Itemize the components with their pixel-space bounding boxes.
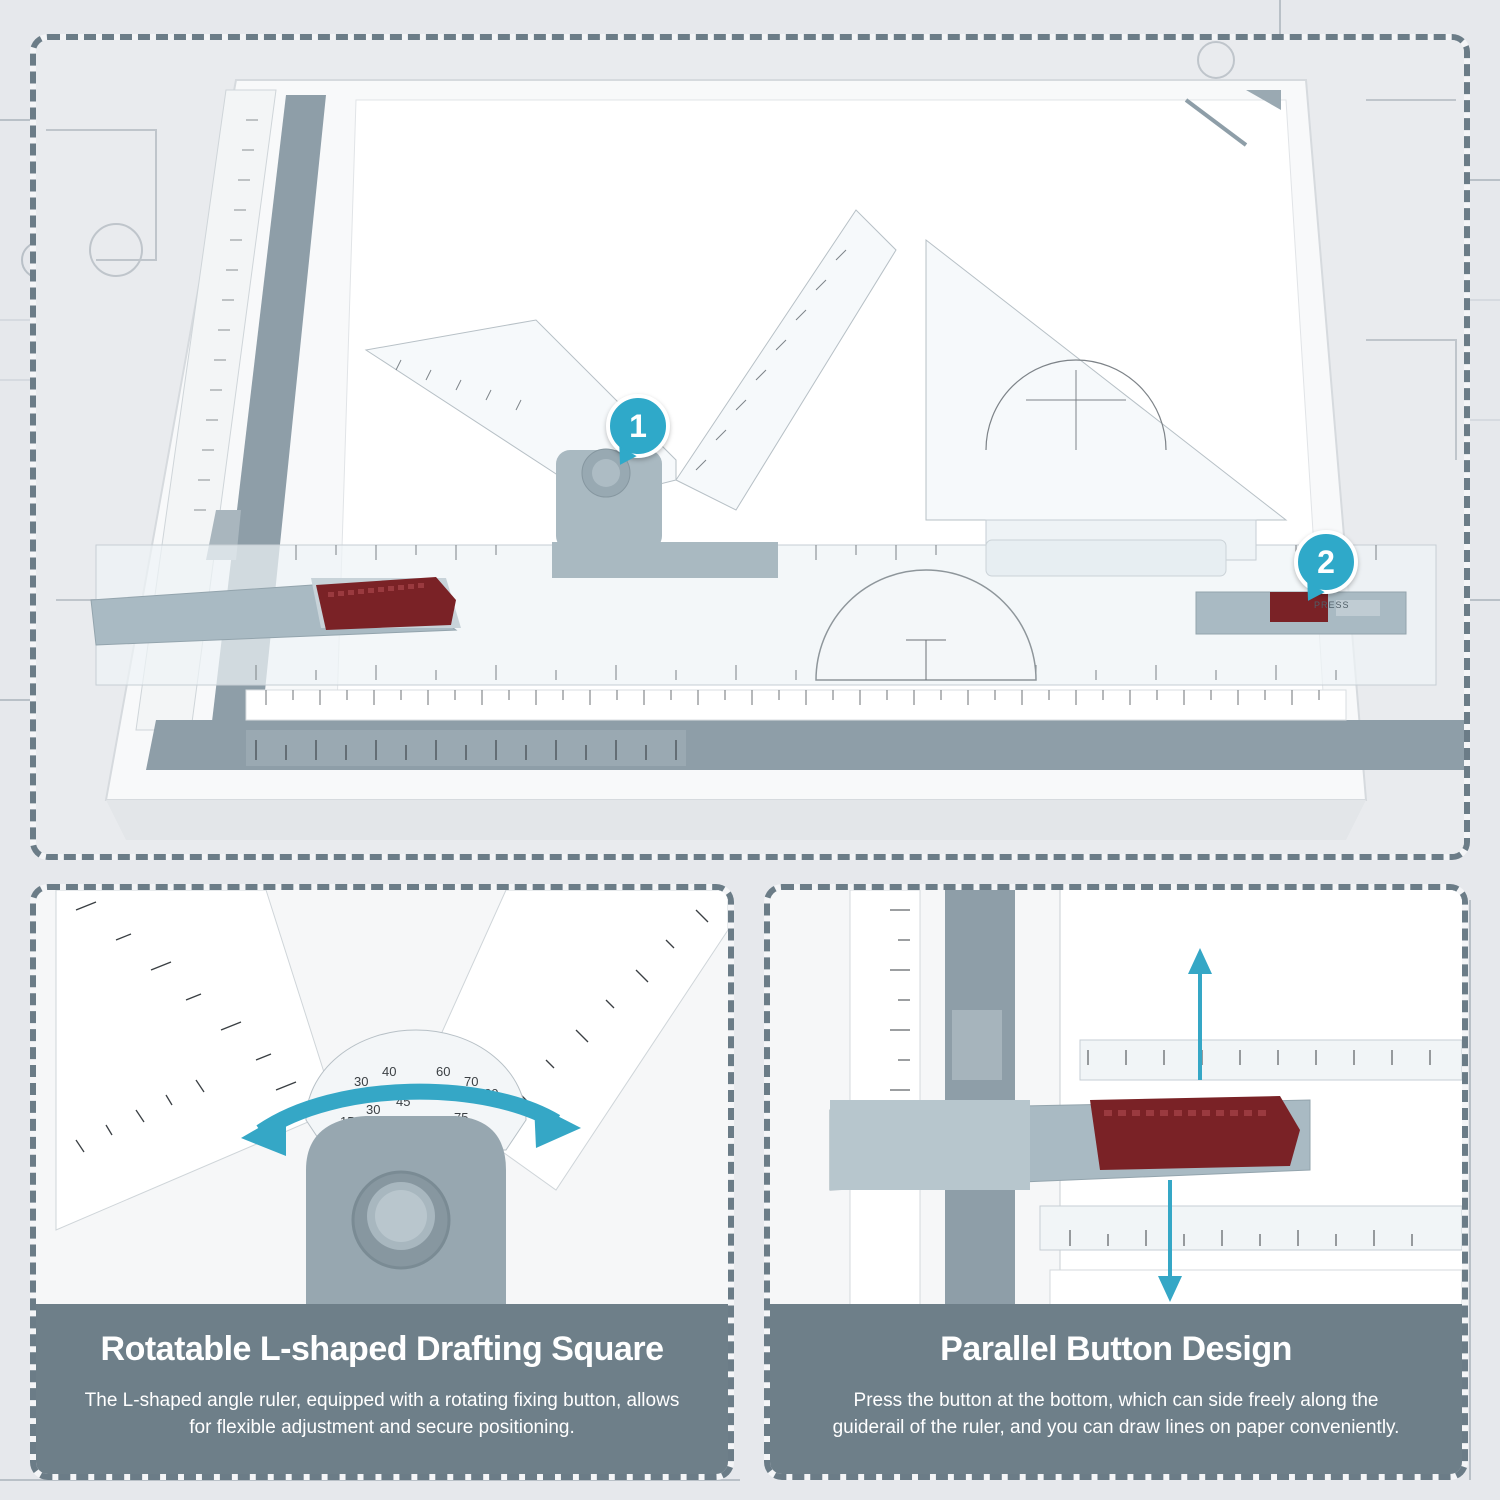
parallel-red-button — [1090, 1096, 1300, 1170]
svg-text:30: 30 — [366, 1102, 380, 1117]
drafting-square-description: The L-shaped angle ruler, equipped with … — [84, 1390, 680, 1438]
svg-text:30: 30 — [354, 1074, 368, 1089]
callout-badge-1: 1 — [606, 394, 670, 458]
drafting-square-title: Rotatable L-shaped Drafting Square — [100, 1330, 664, 1368]
protractor — [815, 569, 1037, 681]
parallel-button-panel: Parallel Button Design Press the button … — [764, 884, 1468, 1480]
callout-badge-2: 2 — [1294, 530, 1358, 594]
drawing-board-illustration — [36, 40, 1464, 854]
parallel-button-description: Press the button at the bottom, which ca… — [832, 1390, 1400, 1438]
parallel-button-title: Parallel Button Design — [940, 1330, 1292, 1368]
parallel-button-closeup — [770, 890, 1462, 1310]
l-square-long-arm — [675, 209, 897, 511]
svg-text:60: 60 — [436, 1064, 450, 1079]
drafting-square-caption: Rotatable L-shaped Drafting Square The L… — [36, 1304, 728, 1474]
svg-text:70: 70 — [464, 1074, 478, 1089]
left-red-button — [316, 577, 456, 630]
parallel-button-caption: Parallel Button Design Press the button … — [770, 1304, 1462, 1474]
bottom-ruler-ticks — [265, 690, 1320, 705]
svg-text:40: 40 — [382, 1064, 396, 1079]
l-square-slider — [552, 542, 778, 578]
press-label: PRESS — [1314, 600, 1350, 610]
hero-photo-panel: 1 2 PRESS — [30, 34, 1470, 860]
rotate-arrows-icon — [256, 1083, 561, 1139]
